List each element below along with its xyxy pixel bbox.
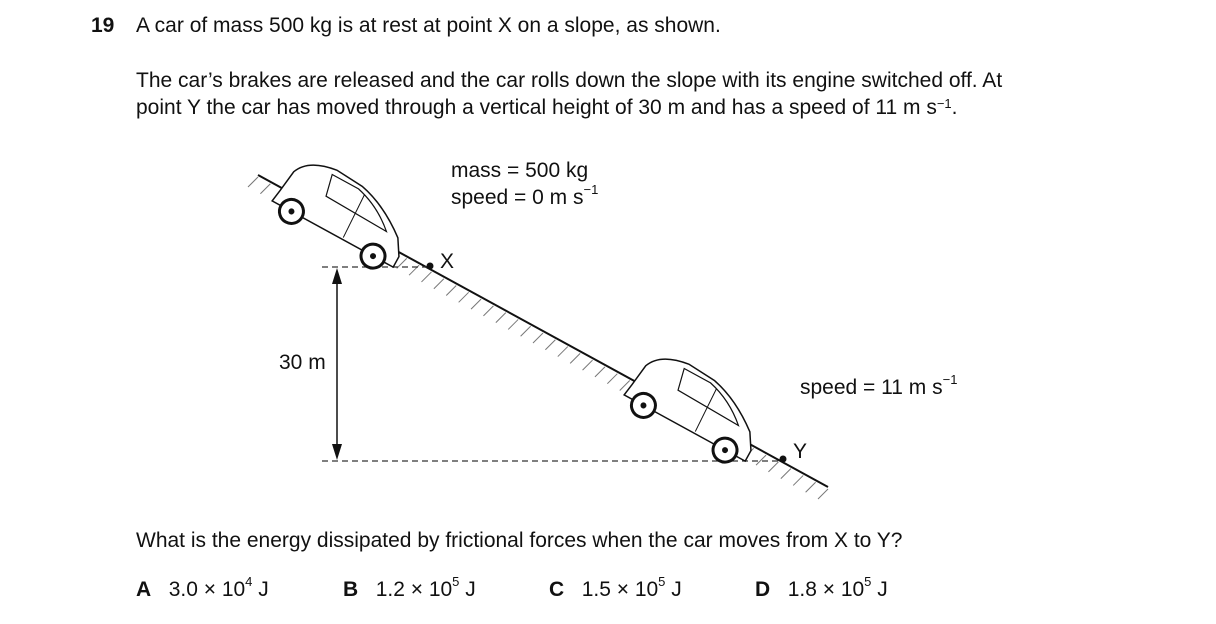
hatch-mark — [792, 475, 804, 486]
hatch-mark — [458, 291, 470, 303]
hatch-mark — [606, 373, 618, 385]
option-b-letter: B — [343, 578, 359, 601]
line2-text: point Y the car has moved through a vert… — [136, 96, 937, 119]
height-arrow-head-down — [332, 444, 342, 460]
final-speed-text: speed = 11 m s — [800, 376, 943, 399]
question-paragraph: The car’s brakes are released and the ca… — [136, 67, 1002, 121]
hatch-mark — [594, 366, 606, 378]
option-a-exponent: 4 — [245, 574, 253, 589]
paragraph-line-1: The car’s brakes are released and the ca… — [136, 69, 1003, 92]
option-c-unit: J — [665, 578, 682, 601]
height-label: 30 m — [279, 351, 326, 374]
car-bottom — [623, 358, 752, 464]
option-b[interactable]: B 1.2 × 105 J — [343, 574, 549, 602]
final-speed-exponent: −1 — [942, 372, 958, 387]
option-d-unit: J — [871, 578, 888, 601]
final-speed-label: speed = 11 m s−1 — [800, 372, 957, 400]
car-top-door-line — [342, 194, 366, 238]
hatch-mark — [470, 298, 482, 310]
initial-speed-label: speed = 0 m s−1 — [451, 182, 598, 210]
question-number: 19 — [91, 14, 115, 37]
hatch-mark — [582, 359, 593, 371]
option-c-exponent: 5 — [658, 574, 666, 589]
option-c[interactable]: C 1.5 × 105 J — [549, 574, 755, 602]
option-c-letter: C — [549, 578, 565, 601]
point-y-label: Y — [793, 440, 808, 463]
line2-period: . — [951, 96, 958, 119]
option-d[interactable]: D 1.8 × 105 J — [755, 574, 888, 602]
option-b-unit: J — [459, 578, 476, 601]
hatch-mark — [532, 332, 544, 344]
initial-speed-text: speed = 0 m s — [451, 186, 584, 209]
option-a[interactable]: A 3.0 × 104 J — [136, 574, 343, 602]
point-x-dot — [426, 262, 434, 270]
option-d-mantissa: 1.8 × 10 — [787, 578, 865, 601]
car-bottom-body — [623, 358, 752, 463]
initial-speed-exponent: −1 — [583, 182, 599, 197]
hatch-mark — [755, 454, 767, 466]
option-a-unit: J — [252, 578, 269, 601]
hatch-mark — [483, 305, 494, 317]
option-b-exponent: 5 — [452, 574, 460, 589]
point-y-dot — [779, 455, 787, 463]
car-bottom-door-line — [694, 388, 718, 432]
question-stem: A car of mass 500 kg is at rest at point… — [136, 14, 721, 37]
hatch-mark — [507, 319, 519, 330]
question-prompt: What is the energy dissipated by frictio… — [136, 529, 903, 552]
hatch-mark — [260, 183, 271, 195]
car-top-body — [271, 164, 400, 269]
option-d-letter: D — [755, 578, 771, 601]
hatch-mark — [805, 481, 816, 493]
hatch-mark — [421, 271, 432, 283]
line2-exponent: −1 — [936, 96, 952, 111]
option-b-mantissa: 1.2 × 10 — [375, 578, 453, 601]
hatch-mark — [817, 488, 829, 500]
point-x-label: X — [440, 250, 455, 273]
hatch-mark — [445, 285, 457, 296]
hatch-mark — [396, 258, 408, 269]
hatch-mark — [768, 461, 779, 473]
option-d-exponent: 5 — [864, 574, 872, 589]
option-c-mantissa: 1.5 × 10 — [581, 578, 659, 601]
car-top — [271, 164, 400, 270]
car-top-windows — [325, 173, 388, 233]
hatch-mark — [569, 352, 581, 364]
car-bottom-windows — [677, 367, 740, 427]
hatch-mark — [557, 346, 569, 357]
hatch-mark — [780, 468, 792, 480]
hatch-mark — [520, 325, 531, 337]
hatch-mark — [545, 339, 556, 351]
paragraph-line-2: point Y the car has moved through a vert… — [136, 94, 1002, 121]
mass-label: mass = 500 kg — [451, 159, 589, 182]
hatch-mark — [247, 176, 259, 188]
hatch-mark — [433, 278, 445, 290]
option-a-letter: A — [136, 578, 152, 601]
hatch-mark — [495, 312, 507, 324]
option-a-mantissa: 3.0 × 10 — [168, 578, 246, 601]
hatch-mark — [619, 380, 631, 391]
height-arrow-head-up — [332, 268, 342, 284]
